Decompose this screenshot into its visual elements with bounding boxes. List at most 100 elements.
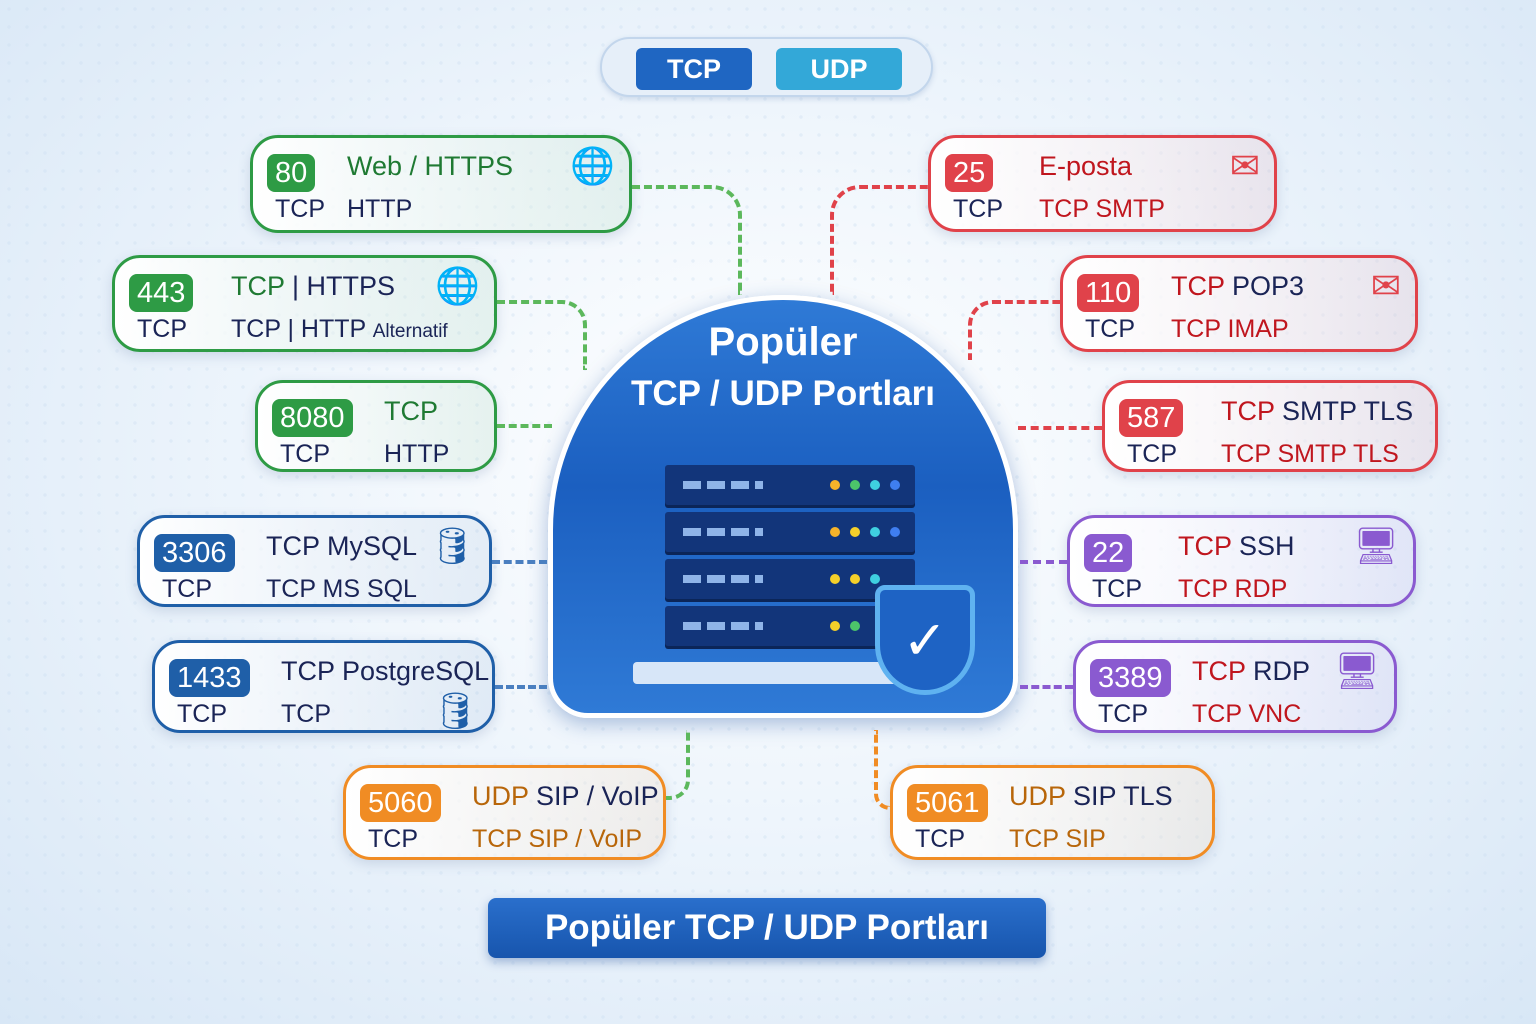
port-card-5060[interactable]: 5060 UDP SIP / VoIP TCP TCP SIP / VoIP [343,765,666,860]
service-line-2: TCP TCP SMTP TLS [1127,439,1433,469]
connector-line [492,560,547,564]
service-label-2: TCP MS SQL [266,575,417,603]
service-label-2: TCP SIP / VoIP [472,825,642,853]
service-label: PostgreSQL [342,656,490,686]
database-icon: 🛢 [429,525,475,566]
protocol-label: UDP [472,781,529,811]
protocol-label: E-posta [1039,151,1133,181]
connector-line [830,185,928,295]
service-line-1: TCP [384,395,438,427]
panel-subtitle: TCP / UDP Portları [630,374,936,413]
protocol-label: TCP [1221,396,1275,426]
service-label-2: TCP SMTP TLS [1221,440,1399,468]
protocol-label: Web / HTTPS [347,151,514,181]
service-label-2: TCP SIP [1009,825,1106,853]
connector-line [1018,426,1102,430]
service-label: | HTTPS [292,271,396,301]
connector-line [874,730,890,810]
service-note: Alternatif [372,321,448,342]
port-card-25[interactable]: 25 E-posta TCP TCP SMTP ✉ [928,135,1277,232]
tcp-button[interactable]: TCP [636,48,752,90]
server-panel: Popüler TCP / UDP Portları ✓ [548,295,1018,718]
service-label: MySQL [327,531,418,561]
service-line-1: TCP MySQL [266,530,417,562]
mail-icon: ✉ [1370,265,1401,306]
service-line-1: E-posta [1039,150,1132,182]
service-label-2: HTTP [347,195,413,223]
monitor-icon: 🖥 [1334,650,1380,691]
transport-label: TCP [1127,440,1177,468]
panel-title: Popüler [708,320,858,364]
shield-check-icon: ✓ [875,585,975,695]
protocol-label: TCP [1171,271,1225,301]
port-number-badge: 3389 [1090,659,1171,697]
port-card-1433[interactable]: 1433 TCP PostgreSQL TCP TCP 🛢 [152,640,495,733]
port-number-badge: 110 [1077,274,1140,312]
connector-line [497,424,552,428]
port-card-80[interactable]: 80 Web / HTTPS TCP HTTP 🌐 [250,135,632,233]
port-card-3389[interactable]: 3389 TCP RDP TCP TCP VNC 🖥 [1073,640,1397,733]
service-label: POP3 [1232,271,1305,301]
service-label-2: HTTP [384,440,450,468]
port-card-110[interactable]: 110 TCP POP3 TCP TCP IMAP ✉ [1060,255,1418,352]
port-number-badge: 5061 [907,784,988,822]
service-line-2: TCP TCP | HTTP Alternatif [137,314,492,344]
port-number-badge: 443 [129,274,194,312]
port-number-badge: 22 [1084,534,1133,572]
port-number-badge: 1433 [169,659,250,697]
protocol-label: TCP [384,396,438,426]
service-label-2: TCP IMAP [1171,315,1289,343]
footer-banner: Popüler TCP / UDP Portları [488,898,1046,958]
service-label-2: TCP [281,700,331,728]
service-label-2: TCP | HTTP [231,315,366,343]
transport-label: TCP [177,700,227,728]
udp-button[interactable]: UDP [776,48,902,90]
globe-icon: 🌐 [570,145,615,186]
service-label: SIP / VoIP [536,781,659,811]
protocol-label: UDP [1009,781,1066,811]
protocol-label: TCP [281,656,335,686]
service-line-1: TCP POP3 [1171,270,1304,302]
port-card-3306[interactable]: 3306 TCP MySQL TCP TCP MS SQL 🛢 [137,515,492,607]
port-card-443[interactable]: 443 TCP | HTTPS TCP TCP | HTTP Alternatif… [112,255,497,352]
transport-label: TCP [162,575,212,603]
transport-label: TCP [137,315,187,343]
transport-label: TCP [275,195,325,223]
port-number-badge: 8080 [272,399,353,437]
database-icon: 🛢 [432,690,478,731]
protocol-label: TCP [1192,656,1246,686]
transport-label: TCP [368,825,418,853]
connector-line [632,185,742,295]
service-label: SSH [1239,531,1295,561]
service-line-1: UDP SIP / VoIP [472,780,659,812]
remote-desktop-icon: 🖥 [1353,525,1399,566]
port-card-8080[interactable]: 8080 TCP TCP HTTP [255,380,497,472]
service-label-2: TCP SMTP [1039,195,1165,223]
service-label-2: TCP VNC [1192,700,1302,728]
connector-line [666,730,690,800]
mail-icon: ✉ [1229,145,1260,186]
service-line-2: TCP HTTP [275,194,627,224]
service-line-2: TCP TCP MS SQL [162,574,487,604]
transport-label: TCP [280,440,330,468]
port-number-badge: 3306 [154,534,235,572]
port-number-badge: 587 [1119,399,1184,437]
transport-label: TCP [1098,700,1148,728]
service-line-1: TCP SMTP TLS [1221,395,1413,427]
service-line-2: TCP TCP SIP / VoIP [368,824,661,854]
transport-label: TCP [953,195,1003,223]
service-label: SIP TLS [1073,781,1173,811]
service-label: RDP [1253,656,1311,686]
service-line-1: TCP PostgreSQL [281,655,489,687]
transport-label: TCP [1085,315,1135,343]
service-line-1: UDP SIP TLS [1009,780,1173,812]
port-number-badge: 25 [945,154,994,192]
port-number-badge: 5060 [360,784,441,822]
port-number-badge: 80 [267,154,316,192]
service-line-2: TCP HTTP [280,439,492,469]
service-line-1: TCP RDP [1192,655,1310,687]
